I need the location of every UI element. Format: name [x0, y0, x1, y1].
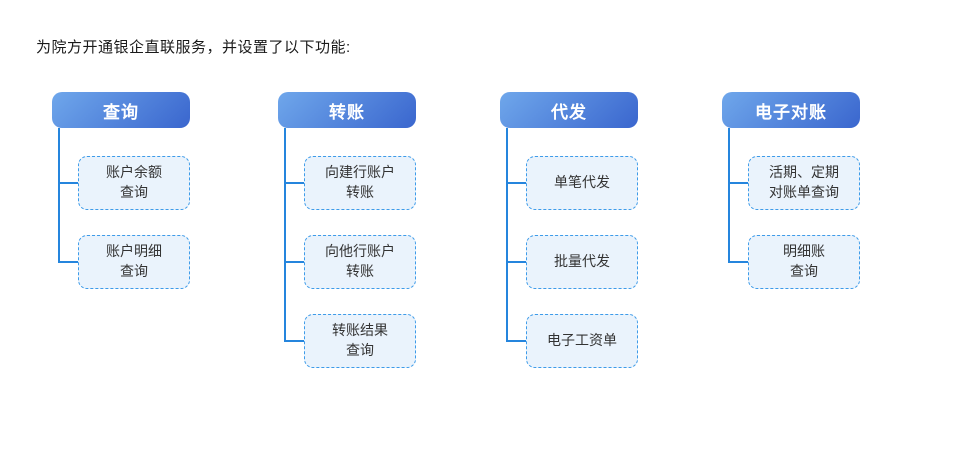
category-header-query: 查询: [52, 92, 190, 128]
feature-node-single-payroll: 单笔代发: [526, 156, 638, 210]
category-header-transfer: 转账: [278, 92, 416, 128]
connector-horizontal-line: [284, 340, 305, 342]
connector-horizontal-line: [58, 261, 79, 263]
connector-horizontal-line: [728, 182, 749, 184]
connector-horizontal-line: [506, 340, 527, 342]
feature-node-detail-ledger-query: 明细账 查询: [748, 235, 860, 289]
feature-node-account-detail-query: 账户明细 查询: [78, 235, 190, 289]
page-title: 为院方开通银企直联服务，并设置了以下功能:: [36, 39, 351, 56]
feature-node-ccb-account-transfer: 向建行账户 转账: [304, 156, 416, 210]
feature-node-batch-payroll: 批量代发: [526, 235, 638, 289]
feature-node-transfer-result-query: 转账结果 查询: [304, 314, 416, 368]
feature-node-electronic-payslip: 电子工资单: [526, 314, 638, 368]
category-column-payroll: 代发 单笔代发 批量代发 电子工资单: [500, 92, 638, 382]
connector-horizontal-line: [284, 182, 305, 184]
connector-horizontal-line: [58, 182, 79, 184]
category-column-e-reconciliation: 电子对账 活期、定期 对账单查询 明细账 查询: [722, 92, 860, 382]
category-column-query: 查询 账户余额 查询 账户明细 查询: [52, 92, 190, 382]
connector-vertical-line: [728, 128, 730, 263]
category-header-e-reconciliation: 电子对账: [722, 92, 860, 128]
connector-horizontal-line: [728, 261, 749, 263]
connector-vertical-line: [284, 128, 286, 342]
feature-node-account-balance-query: 账户余额 查询: [78, 156, 190, 210]
connector-vertical-line: [58, 128, 60, 263]
feature-node-other-bank-transfer: 向他行账户 转账: [304, 235, 416, 289]
feature-node-statement-query: 活期、定期 对账单查询: [748, 156, 860, 210]
connector-horizontal-line: [506, 182, 527, 184]
category-column-transfer: 转账 向建行账户 转账 向他行账户 转账 转账结果 查询: [278, 92, 416, 382]
connector-horizontal-line: [506, 261, 527, 263]
connector-horizontal-line: [284, 261, 305, 263]
connector-vertical-line: [506, 128, 508, 342]
category-header-payroll: 代发: [500, 92, 638, 128]
